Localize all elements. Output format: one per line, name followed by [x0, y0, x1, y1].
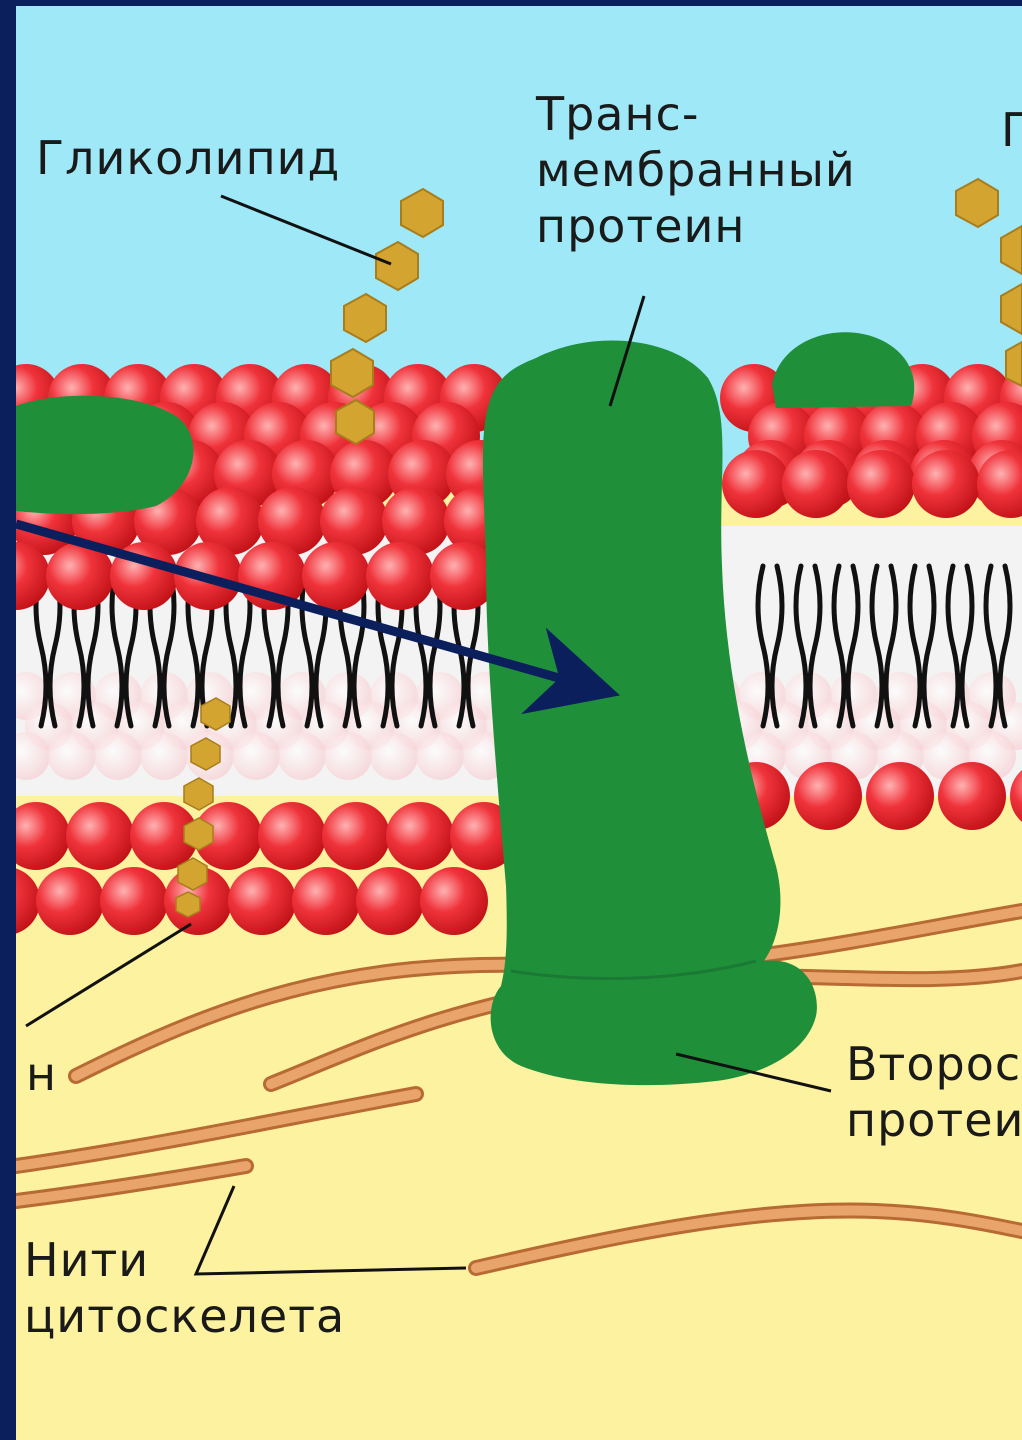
label-glycolipid: Гликолипид: [36, 130, 340, 186]
lipid-head: [722, 450, 790, 518]
background-lipid-head: [48, 732, 96, 780]
lipid-head: [302, 542, 370, 610]
membrane-illustration: [16, 6, 1022, 1440]
lipid-head: [866, 762, 934, 830]
lipid-head: [912, 450, 980, 518]
lipid-head: [938, 762, 1006, 830]
label-cytoskeleton: Нити цитоскелета: [24, 1232, 345, 1344]
label-partial-top-right: Г: [1001, 102, 1022, 158]
background-lipid-head: [324, 732, 372, 780]
background-lipid-head: [278, 732, 326, 780]
lipid-head: [228, 867, 296, 935]
lipid-head: [258, 802, 326, 870]
background-lipid-head: [140, 732, 188, 780]
lipid-head: [36, 867, 104, 935]
lipid-head: [356, 867, 424, 935]
peripheral-protein-left: [16, 396, 193, 514]
lipid-head: [322, 802, 390, 870]
background-lipid-head: [416, 732, 464, 780]
lipid-head: [420, 867, 488, 935]
label-transmembrane-protein: Транс- мембранный протеин: [536, 86, 856, 254]
lipid-head: [782, 450, 850, 518]
lipid-head: [847, 450, 915, 518]
lipid-head: [386, 802, 454, 870]
background-lipid-head: [370, 732, 418, 780]
membrane-diagram: Гликолипид Транс- мембранный протеин Г н…: [16, 6, 1022, 1440]
background-lipid-head: [232, 732, 280, 780]
label-secondary-protein: Второс протеи: [846, 1036, 1022, 1148]
label-partial-left: н: [26, 1046, 57, 1102]
background-lipid-head: [94, 732, 142, 780]
lipid-head: [366, 542, 434, 610]
lipid-head: [100, 867, 168, 935]
lipid-head: [66, 802, 134, 870]
lipid-head: [794, 762, 862, 830]
lipid-head: [292, 867, 360, 935]
